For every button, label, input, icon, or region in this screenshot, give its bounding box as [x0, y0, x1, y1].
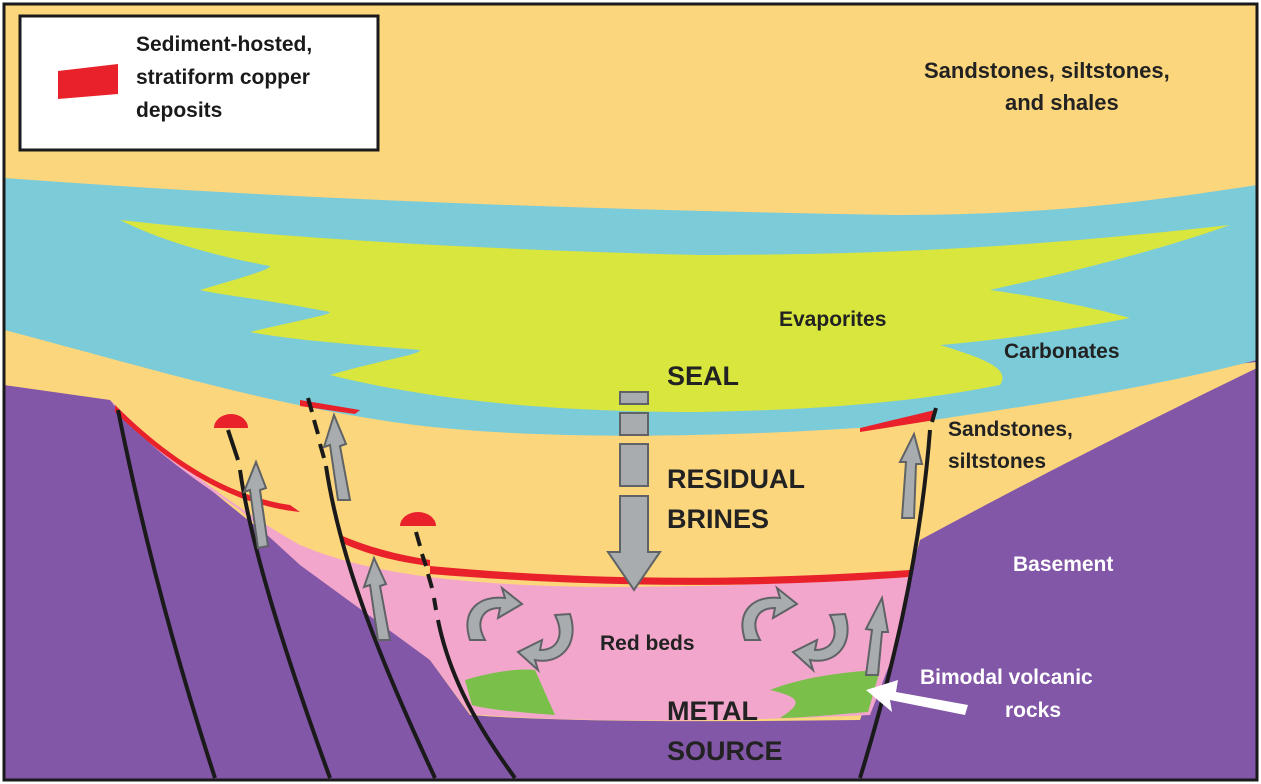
up-arrow-1	[242, 459, 270, 550]
label-residual: RESIDUAL	[667, 464, 805, 494]
label-carbonates: Carbonates	[1004, 340, 1120, 363]
up-arrow-4	[898, 431, 924, 519]
label-red-beds: Red beds	[600, 632, 695, 655]
legend: Sediment-hosted, stratiform copper depos…	[18, 14, 380, 152]
fault-3	[306, 397, 437, 779]
deposit-strip-2	[300, 400, 360, 414]
deposit-dome-2	[400, 512, 436, 526]
fault-4	[414, 531, 517, 780]
label-evaporites: Evaporites	[779, 308, 886, 331]
legend-line-3: deposits	[136, 99, 222, 122]
volcanic-rocks-left	[465, 669, 555, 715]
seal-block-2	[619, 412, 649, 436]
label-bimodal-2: rocks	[1005, 699, 1061, 722]
circ-arrow-3	[741, 585, 799, 641]
fault-2	[226, 429, 332, 779]
seal-block-1	[619, 391, 649, 405]
circ-arrow-4	[791, 612, 849, 674]
seal-block-3	[619, 443, 649, 487]
circ-arrow-1	[466, 585, 524, 641]
volcanic-pointer-arrow	[866, 680, 968, 715]
up-arrow-2	[322, 412, 352, 501]
deposit-dome-1	[214, 414, 248, 428]
legend-swatch	[58, 64, 118, 99]
circ-arrow-2	[516, 612, 574, 674]
deposit-strip-4	[430, 566, 910, 585]
label-top-strata-1: Sandstones, siltstones,	[924, 58, 1170, 83]
label-basement: Basement	[1013, 553, 1113, 576]
label-source: SOURCE	[667, 736, 783, 766]
fault-5	[858, 407, 938, 779]
fault-1	[116, 409, 217, 779]
label-brines: BRINES	[667, 504, 769, 534]
label-metal: METAL	[667, 696, 758, 726]
legend-line-2: stratiform copper	[136, 66, 310, 89]
deposit-strip-3	[340, 535, 430, 566]
circulation-arrows	[466, 585, 849, 674]
deposit-strip-5	[860, 410, 935, 432]
red-beds-layer	[110, 400, 910, 721]
volcanic-rocks-right	[770, 670, 880, 718]
label-seal: SEAL	[667, 361, 739, 391]
up-arrow-5	[864, 594, 890, 676]
up-arrow-3	[362, 555, 392, 641]
evaporites-layer	[120, 220, 1230, 412]
label-mid-siltstones: siltstones	[948, 450, 1046, 473]
seal-column	[606, 391, 662, 592]
legend-line-1: Sediment-hosted,	[136, 33, 312, 56]
label-top-strata-2: and shales	[1005, 90, 1119, 115]
label-bimodal-1: Bimodal volcanic	[920, 666, 1093, 689]
down-arrow	[606, 495, 662, 592]
label-mid-sandstones: Sandstones,	[948, 418, 1073, 441]
fault-lines	[116, 397, 938, 780]
fluid-arrows	[242, 412, 924, 676]
